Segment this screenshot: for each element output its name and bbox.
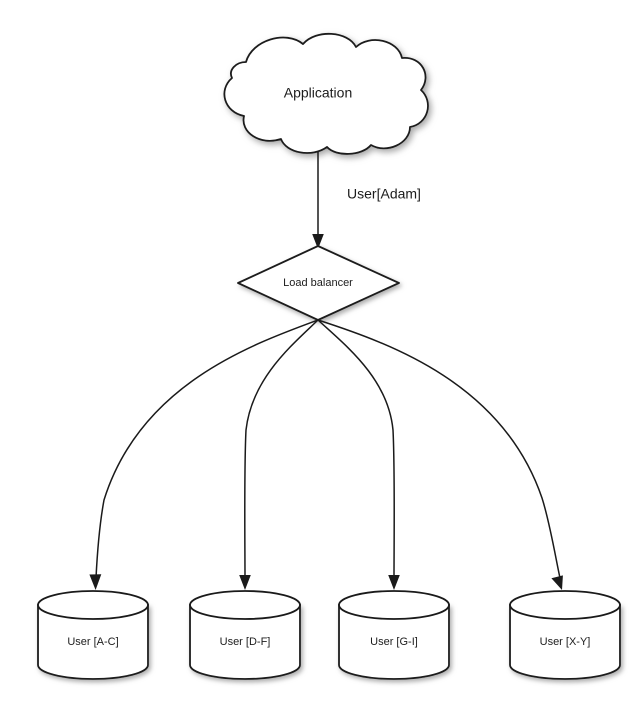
edge-lb-to-db-1 xyxy=(239,319,319,590)
edge-label-user-adam: User[Adam] xyxy=(347,186,421,202)
node-load-balancer[interactable]: Load balancer xyxy=(237,245,400,321)
edge-application-to-load-balancer xyxy=(312,152,324,249)
node-application[interactable]: Application xyxy=(223,32,429,155)
load-balancer-label: Load balancer xyxy=(283,277,353,289)
db-cylinder-0[interactable]: User [A-C] xyxy=(37,590,149,680)
application-label: Application xyxy=(284,85,353,101)
edge-lb-to-db-2 xyxy=(317,319,400,590)
db-cylinder-3[interactable]: User [X-Y] xyxy=(509,590,621,680)
db-label-1: User [D-F] xyxy=(220,636,271,648)
db-label-0: User [A-C] xyxy=(67,636,118,648)
edge-lb-to-db-3 xyxy=(317,319,563,590)
db-label-3: User [X-Y] xyxy=(540,636,591,648)
db-cylinder-1[interactable]: User [D-F] xyxy=(189,590,301,680)
db-label-2: User [G-I] xyxy=(370,636,418,648)
db-cylinder-2[interactable]: User [G-I] xyxy=(338,590,450,680)
edge-lb-to-db-0 xyxy=(89,319,319,590)
